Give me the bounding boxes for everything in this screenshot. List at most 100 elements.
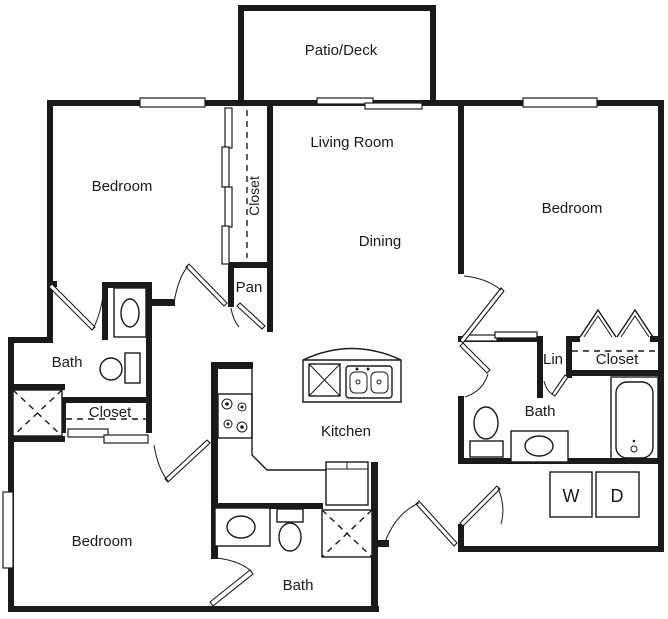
door-leaf-bath-right: [459, 342, 491, 374]
sink-drain-right: [376, 379, 382, 385]
burner-4: [236, 421, 248, 433]
door-leaf-entry: [415, 500, 458, 547]
label-dryer: D: [611, 486, 624, 506]
door-arc-bath-left: [92, 288, 105, 330]
wall-shower-left-top: [8, 384, 65, 390]
toilet-tank-right-bath: [469, 440, 504, 458]
shower-x-left-bath: [12, 389, 63, 437]
door-arc-pantry: [230, 307, 240, 328]
vanity-left-bath: [124, 352, 141, 384]
windows: [2, 97, 598, 569]
wall-laundry-west-stub: [458, 524, 464, 552]
door-leaf-bath-bottom: [209, 569, 254, 607]
wall-bedroom-tr-south: [458, 336, 542, 342]
patio-slider-panel-1: [316, 97, 374, 105]
bathtub-surround: [610, 376, 659, 463]
door-arc-laundry: [497, 487, 504, 525]
wall-patio-right: [430, 5, 436, 106]
label-washer: W: [563, 486, 580, 506]
label-bedroom-top-left: Bedroom: [92, 178, 153, 195]
sink-left-bath: [99, 357, 123, 381]
wall-closet-strip-east: [267, 100, 273, 332]
burner-1-dot: [225, 402, 229, 406]
wall-toilet-nook-west: [102, 282, 108, 340]
shower-x-bottom-bath: [321, 509, 373, 558]
wall-entry-jamb: [371, 540, 389, 547]
label-patio-deck: Patio/Deck: [305, 42, 378, 59]
window-bedroom-tr: [522, 97, 598, 108]
closet-strip-panel-3: [224, 186, 233, 228]
refrigerator-doors: [326, 462, 368, 470]
washer-box: [549, 471, 593, 518]
wall-closet-right-stub-east: [650, 336, 664, 342]
label-bedroom-bottom-left: Bedroom: [72, 533, 133, 550]
bifold-doors-closet-right-inner: [583, 315, 650, 338]
wall-closet-strip-bottom: [228, 262, 273, 268]
wall-patio-top: [238, 5, 436, 11]
closet-rods: [66, 110, 656, 420]
label-closet-left: Closet: [89, 404, 132, 421]
doors: [48, 263, 654, 607]
toilet-bowl-left-bath: [120, 298, 140, 328]
bifold-doors-closet-right-outer: [579, 308, 654, 338]
door-arc-entry: [384, 502, 420, 543]
door-leaf-bedroom-tl: [185, 263, 228, 307]
wall-right: [658, 100, 664, 552]
kitchen-counter-edge: [251, 369, 326, 471]
door-arc-bedroom-bl: [153, 444, 169, 482]
sink-right-bath: [524, 435, 554, 457]
door-leaf-linen: [551, 374, 569, 397]
door-arc-bath-bottom: [216, 557, 252, 572]
sink-drain-left: [355, 379, 361, 385]
sink-basin-left: [349, 371, 368, 394]
burner-3-dot: [226, 422, 230, 426]
faucet-dot-1: [355, 367, 359, 371]
door-arc-bedroom-tr: [463, 275, 502, 291]
wall-closet-left-east: [146, 397, 152, 433]
closet-strip-panel-1: [224, 107, 233, 149]
sink-basin-right: [370, 371, 389, 394]
closet-strip-panel-4: [221, 225, 230, 265]
label-bath-bottom: Bath: [283, 577, 314, 594]
label-living-room: Living Room: [310, 134, 393, 151]
label-dining: Dining: [359, 233, 402, 250]
wall-bottom-right-unit: [458, 546, 664, 552]
kitchen-sink: [345, 365, 393, 399]
closet-left-bypass-panel-2: [103, 434, 149, 444]
door-leaf-bedroom-bl: [164, 439, 211, 483]
bathtub: [615, 381, 654, 459]
wall-pantry-west: [228, 262, 234, 307]
door-arc-linen: [543, 380, 553, 395]
wall-left-lower: [8, 337, 14, 612]
window-bedroom-bl: [2, 491, 14, 569]
label-linen: Lin: [543, 351, 563, 368]
wall-bath-left-jog: [146, 299, 175, 306]
burner-1: [221, 398, 233, 410]
label-kitchen: Kitchen: [321, 423, 371, 440]
wall-closet-left-top: [60, 397, 152, 403]
door-leaf-bath-left: [48, 283, 96, 331]
burner-4-dot: [240, 425, 244, 429]
door-leaf-laundry: [459, 485, 501, 527]
door-arc-bedroom-tl: [173, 265, 189, 304]
label-bath-right: Bath: [525, 403, 556, 420]
fixtures: [12, 287, 659, 558]
dryer-box: [595, 471, 640, 518]
door-leaf-pantry: [236, 302, 266, 330]
wall-kitchen-west: [211, 362, 218, 508]
label-bedroom-top-right: Bedroom: [542, 200, 603, 217]
wall-closet-left-west: [60, 397, 66, 433]
wall-linen-east: [566, 336, 572, 378]
wall-toilet-nook-top: [102, 282, 152, 288]
room-labels: Patio/Deck Living Room Bedroom Bedroom D…: [52, 42, 640, 594]
window-bedroom-tl: [139, 97, 206, 108]
wall-closet-right-bottom: [566, 370, 664, 376]
faucet-dot-2: [366, 367, 370, 371]
toilet-bowl-bottom-bath: [278, 522, 302, 552]
burner-2-dot: [240, 405, 244, 409]
label-pantry: Pan: [236, 279, 263, 296]
label-bath-left: Bath: [52, 354, 83, 371]
wall-living-bedroom-divider: [458, 100, 464, 274]
wall-left-jog: [8, 337, 53, 343]
